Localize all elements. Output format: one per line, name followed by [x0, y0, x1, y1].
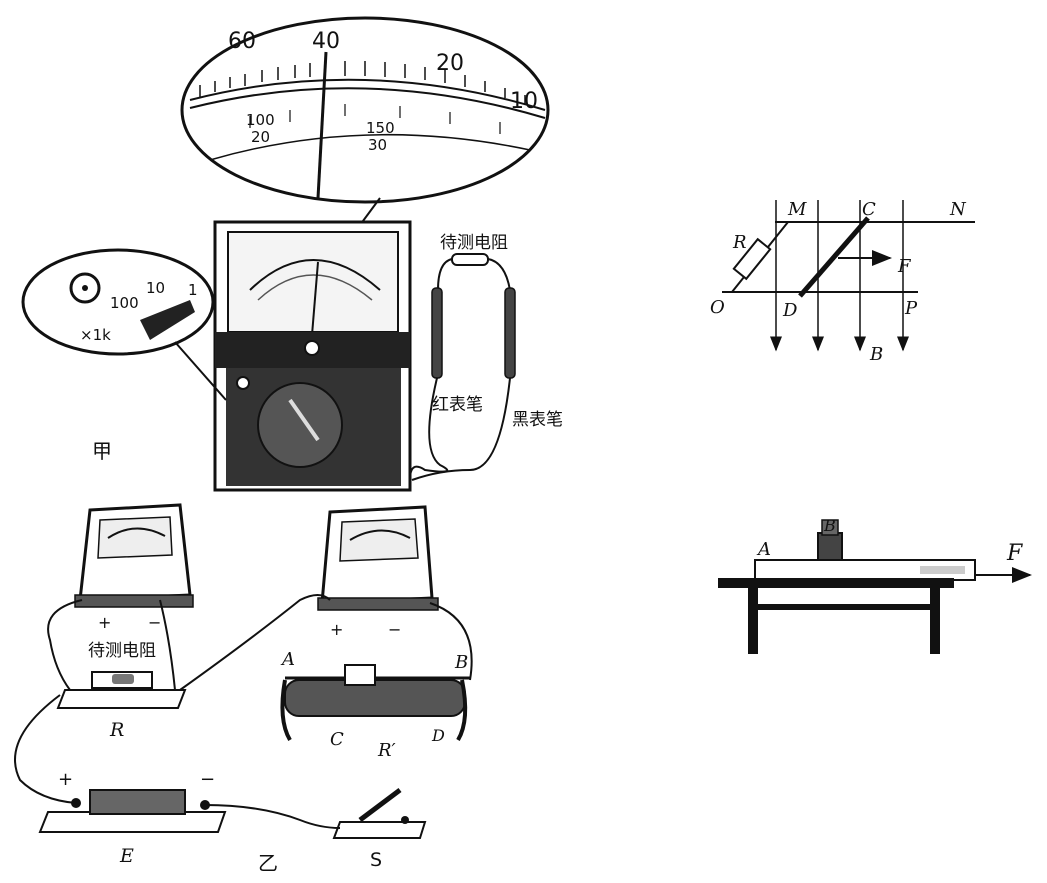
selector-label-1k: ×1k [80, 326, 111, 344]
black-probe [504, 287, 516, 379]
selector-label-100: 100 [110, 294, 139, 312]
table-top [718, 578, 954, 588]
resistor-under-test-label-jia: 待测电阻 [440, 233, 508, 253]
probe-assembly: 待测电阻 红表笔 黑表笔 [409, 233, 563, 481]
selector-magnifier: 10 1 100 ×1k [21, 248, 227, 401]
red-probe [431, 287, 443, 379]
black-probe-label: 黑表笔 [512, 410, 563, 430]
rails-label-M: M [787, 199, 807, 220]
label-D-rheostat: D [431, 726, 445, 745]
rails-resistor [732, 237, 772, 281]
meter-2: + − [317, 505, 439, 639]
battery-E: + − E [38, 769, 227, 867]
label-Rprime: R′ [377, 740, 396, 761]
label-B-rheostat: B [454, 652, 468, 673]
selector-label-1: 1 [188, 281, 198, 299]
scale-label-150: 150 [366, 119, 395, 137]
table-label-A: A [756, 539, 771, 560]
rails-label-F: F [897, 256, 912, 277]
red-probe-label: 红表笔 [432, 395, 483, 415]
meter1-minus: − [148, 613, 161, 632]
scale-label-60: 60 [228, 29, 256, 54]
label-R-circuit: R [109, 719, 124, 741]
scale-label-20b: 20 [251, 128, 270, 146]
resistor-under-test-yi: 待测电阻 R [56, 641, 187, 741]
scale-top-labels: 60 40 20 10 [228, 29, 538, 114]
scale-label-20: 20 [436, 51, 464, 76]
selector-label-10: 10 [146, 279, 165, 297]
rails-figure [722, 200, 975, 352]
rails-labels: R M C N F O D P B [710, 199, 967, 365]
multimeter-body [213, 220, 412, 492]
circuit-figure: + − + − 待测电阻 R A B C [14, 503, 473, 875]
scale-needle [316, 51, 328, 199]
rails-label-P: P [904, 298, 918, 319]
table-label-F: F [1006, 541, 1023, 566]
caption-yi: 乙 [258, 851, 278, 875]
block-B [817, 532, 843, 561]
table-label-B: B [823, 516, 836, 535]
circuit-wires [14, 594, 473, 829]
multimeter-figure: 60 40 20 10 100 150 20 30 [21, 16, 563, 492]
scale-magnifier: 60 40 20 10 100 150 20 30 [180, 16, 550, 204]
rails-label-B: B [869, 344, 883, 365]
label-S: S [370, 849, 382, 871]
label-E: E [119, 845, 134, 867]
label-A: A [280, 649, 295, 670]
scale-label-10: 10 [510, 89, 538, 114]
scale-label-40: 40 [312, 29, 340, 54]
switch-S: S [332, 788, 427, 871]
meter2-plus: + [330, 620, 343, 639]
rails-label-D: D [782, 300, 798, 321]
scale-label-100: 100 [246, 111, 275, 129]
rails-label-C: C [862, 199, 876, 220]
rheostat: A B C R′ D [280, 649, 470, 761]
rails-label-O: O [710, 297, 725, 318]
caption-jia: 甲 [92, 439, 112, 463]
label-C-rheostat: C [330, 729, 344, 750]
meter1-plus: + [98, 613, 111, 632]
meter2-minus: − [388, 620, 401, 639]
rod-CD [798, 216, 870, 298]
meter-1: + − [74, 503, 194, 632]
battery-plus: + [58, 769, 73, 790]
scale-label-30b: 30 [368, 136, 387, 154]
battery-minus: − [200, 769, 215, 790]
table-figure: A B F [718, 516, 1032, 654]
resistor-under-test-label-yi: 待测电阻 [88, 641, 156, 661]
resistor-under-test-jia [451, 253, 489, 266]
scale-mid-labels: 100 150 20 30 [246, 111, 395, 154]
rails-label-R: R [732, 232, 747, 253]
rails-label-N: N [949, 199, 967, 220]
